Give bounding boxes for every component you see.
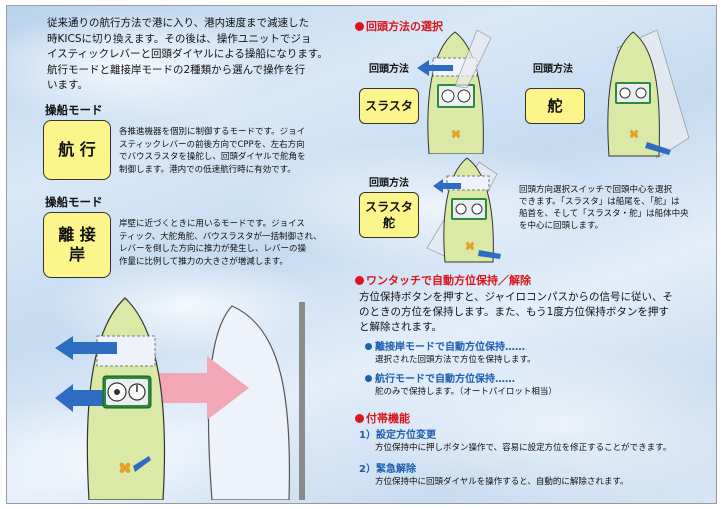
mode2-description: 岸壁に近づくときに用いるモードです。ジョイス ティック、大舵角舵、バウスラスタが…	[119, 219, 322, 267]
turning-caption: 回頭方向選択スイッチで回頭中心を選択 できます。「スラスタ」は船尾を、「舵」は …	[519, 185, 689, 231]
rudder-turning-diagram	[607, 29, 690, 158]
ghost-hull	[207, 305, 291, 500]
mode1-title: 操船モード	[45, 103, 103, 117]
mode1-description: 各推進機器を個別に制御するモードです。ジョイ スティックレバーの前後方向でCPP…	[119, 127, 306, 175]
bullet-icon	[365, 375, 372, 382]
intro-paragraph: 従来通りの航行方法で港に入り、港内速度まで減速した 時KICSに切り換えます。そ…	[47, 17, 328, 91]
thrust-arrow-upper-icon	[55, 336, 117, 360]
onetouch-sub1-text: 選択された回頭方法で方位を保持します。	[375, 355, 536, 365]
option-rudder-button[interactable]: 舵	[525, 88, 585, 124]
extra-item1-text: 方位保持中に押しボタン操作で、容易に設定方位を修正することができます。	[375, 443, 672, 453]
bullet-icon	[355, 414, 364, 423]
onetouch-sub2-text: 舵のみで保持します。（オートパイロット相当）	[375, 387, 557, 397]
option-thruster-rudder-button[interactable]: スラスタ 舵	[359, 192, 419, 238]
propeller-icon	[119, 462, 131, 474]
onetouch-body: 方位保持ボタンを押すと、ジャイロコンパスからの信号に従い、そ のときの方位を保持…	[359, 291, 674, 333]
brochure-panel: 従来通りの航行方法で港に入り、港内速度まで減速した 時KICSに切り換えます。そ…	[6, 5, 717, 504]
onetouch-sub2-heading: 航行モードで自動方位保持……	[365, 370, 515, 385]
ship-berthing-illustration	[55, 297, 305, 500]
rudder-thrust-icon	[645, 142, 671, 155]
turning-label-rudder: 回頭方法	[533, 64, 573, 75]
mode-box-berthing: 離 接 岸	[43, 212, 111, 278]
extra-item2-text: 方位保持中に回頭ダイヤルを操作すると、自動的に解除されます。	[375, 477, 629, 487]
propeller-icon	[466, 242, 474, 250]
turning-label-both: 回頭方法	[369, 178, 409, 189]
turning-label-thruster: 回頭方法	[369, 64, 409, 75]
quay-wall	[299, 302, 305, 500]
thruster-rudder-turning-diagram	[426, 157, 501, 263]
option-thruster-button[interactable]: スラスタ	[359, 88, 419, 124]
mode2-title: 操船モード	[45, 195, 103, 209]
extra-features-heading: 付帯機能	[355, 410, 410, 426]
thruster-swing-ghost	[454, 29, 492, 88]
rudder-thrust-icon	[133, 456, 151, 472]
onetouch-heading: ワンタッチで自動方位保持／解除	[355, 272, 531, 288]
turning-method-heading: 回頭方法の選択	[355, 18, 443, 34]
movement-arrow-icon	[157, 356, 249, 420]
thrust-arrow-icon	[433, 179, 461, 193]
mode-box-navigation: 航 行	[43, 120, 111, 180]
extra-item1-heading: 1）設定方位変更	[359, 430, 436, 441]
bullet-icon	[365, 343, 372, 350]
propeller-icon	[452, 130, 460, 138]
thrust-arrow-icon	[417, 60, 453, 76]
extra-item2-heading: 2）緊急解除	[359, 464, 416, 475]
bullet-icon	[355, 22, 364, 31]
rudder-thrust-icon	[478, 250, 501, 259]
propeller-icon	[630, 130, 638, 138]
bullet-icon	[355, 276, 364, 285]
onetouch-sub1-heading: 離接岸モードで自動方位保持……	[365, 338, 525, 353]
